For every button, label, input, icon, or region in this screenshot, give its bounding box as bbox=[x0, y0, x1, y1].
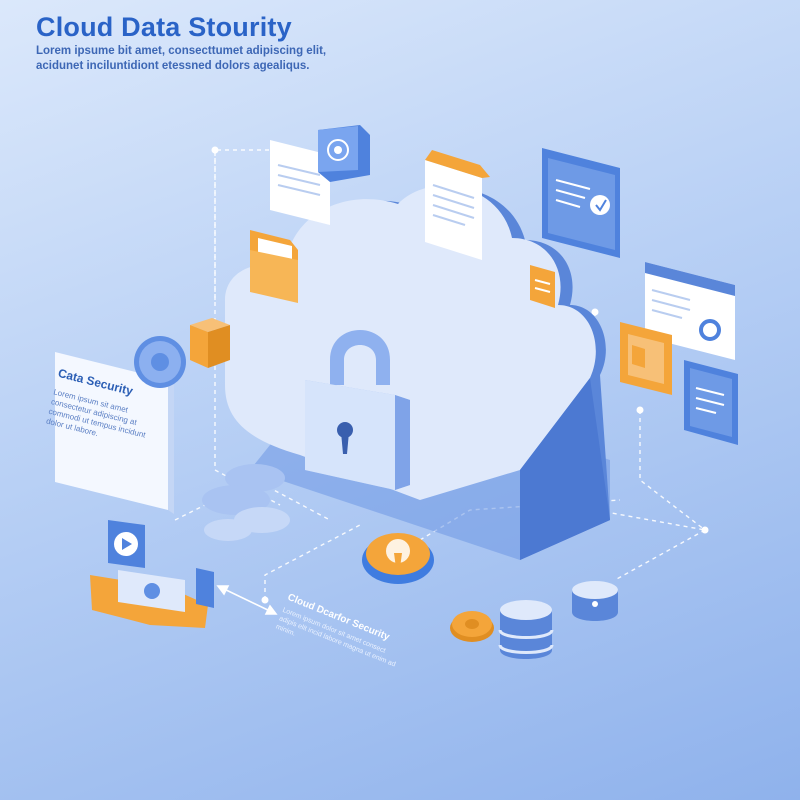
side-card bbox=[55, 352, 174, 514]
storage-disk-icon bbox=[572, 581, 618, 621]
database-icon bbox=[498, 600, 554, 659]
double-arrow bbox=[216, 585, 278, 615]
connector-dots bbox=[211, 146, 709, 604]
lightbulb-gear-icon bbox=[362, 533, 434, 584]
folder-icon bbox=[250, 230, 298, 303]
laptop-icon bbox=[90, 568, 214, 628]
box-icon bbox=[190, 318, 230, 368]
small-document-icon bbox=[530, 265, 555, 308]
lock-icon bbox=[305, 330, 410, 490]
page-title: Cloud Data Stourity bbox=[36, 12, 292, 42]
document-icon bbox=[270, 140, 330, 225]
target-icon bbox=[318, 125, 370, 182]
orange-folder-icon bbox=[620, 322, 672, 395]
chat-window-icon bbox=[542, 148, 620, 258]
shield-play-icon bbox=[108, 520, 145, 568]
page-subtitle: Lorem ipsume bit amet, consecttumet adip… bbox=[36, 45, 327, 72]
cloud-cluster-icon bbox=[202, 464, 290, 541]
gear-icon bbox=[134, 336, 186, 388]
document-icon bbox=[425, 150, 490, 260]
orange-gear-icon bbox=[450, 611, 494, 642]
text-window-icon bbox=[684, 360, 738, 445]
